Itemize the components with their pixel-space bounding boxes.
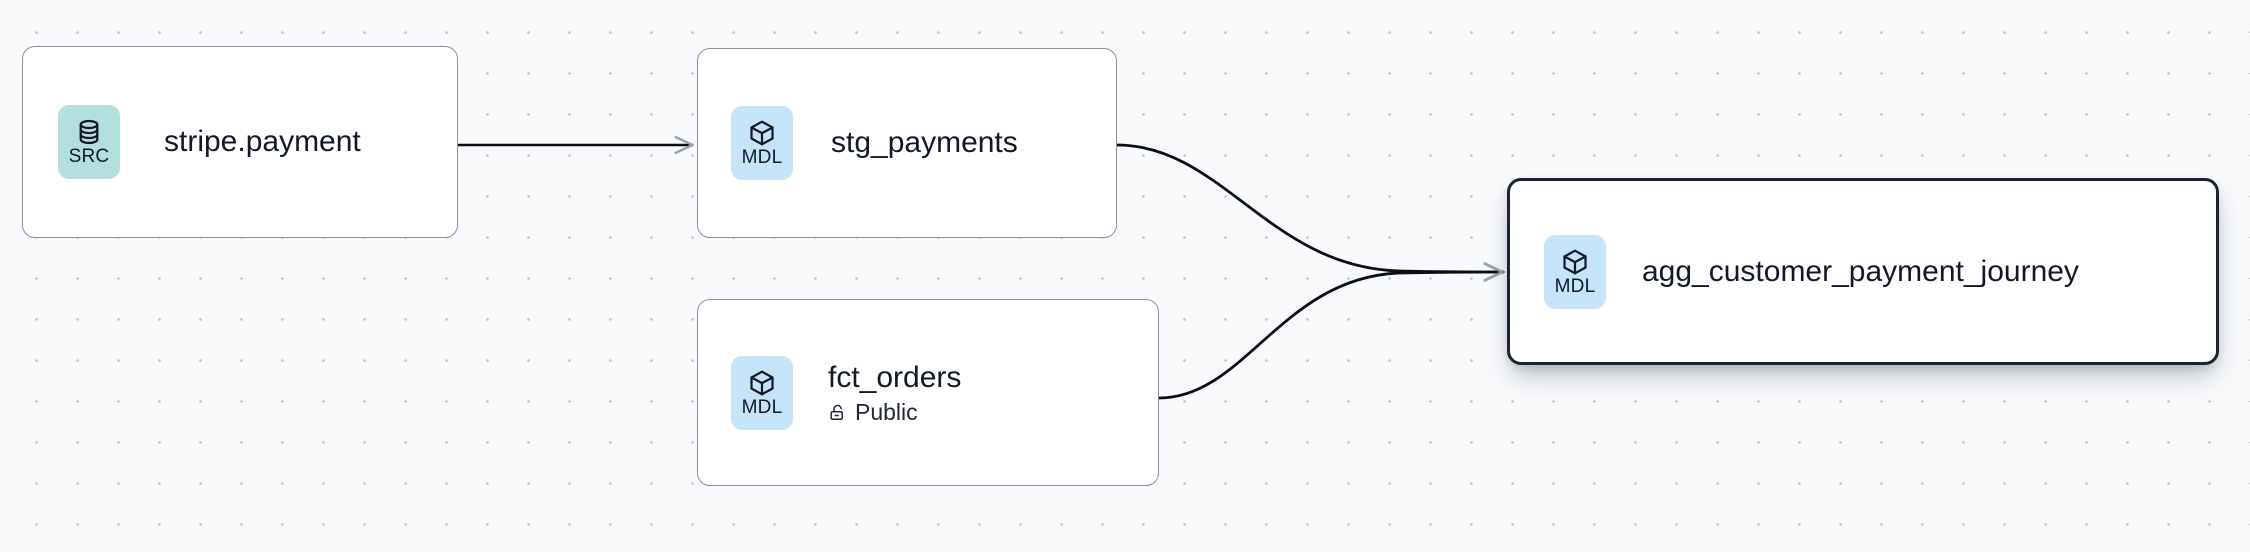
node-badge-src: SRC (58, 105, 120, 179)
cube-icon (750, 370, 774, 395)
node-badge-label: MDL (741, 147, 783, 168)
node-badge-mdl: MDL (731, 355, 793, 430)
cube-icon (1563, 249, 1587, 274)
node-body: stripe.payment (164, 125, 361, 159)
cube-icon (750, 120, 774, 146)
lineage-node-stripe-payment[interactable]: SRC stripe.payment (22, 46, 458, 238)
node-visibility: Public (828, 401, 961, 424)
node-body: stg_payments (831, 126, 1018, 160)
node-title: stg_payments (831, 126, 1018, 160)
node-badge-label: MDL (741, 396, 783, 418)
node-title: stripe.payment (164, 125, 361, 159)
node-badge-mdl: MDL (1544, 234, 1606, 309)
node-badge-label: MDL (1554, 275, 1596, 297)
node-title: fct_orders (828, 360, 962, 394)
database-icon (79, 119, 99, 145)
lineage-node-fct-orders[interactable]: MDL fct_orders Public (697, 299, 1159, 486)
lineage-node-agg-customer-payment-journey[interactable]: MDL agg_customer_payment_journey (1507, 178, 2219, 365)
unlock-icon (830, 405, 844, 421)
node-badge-mdl: MDL (731, 106, 793, 180)
node-badge-label: SRC (68, 146, 110, 167)
edge-stg-to-agg (1115, 143, 1505, 272)
node-body: agg_customer_payment_journey (1642, 255, 2079, 289)
node-visibility-label: Public (855, 399, 918, 426)
edge-fct-to-agg (1157, 272, 1505, 400)
lineage-node-stg-payments[interactable]: MDL stg_payments (697, 48, 1117, 238)
node-title: agg_customer_payment_journey (1642, 254, 2079, 288)
node-body: fct_orders Public (828, 361, 961, 425)
